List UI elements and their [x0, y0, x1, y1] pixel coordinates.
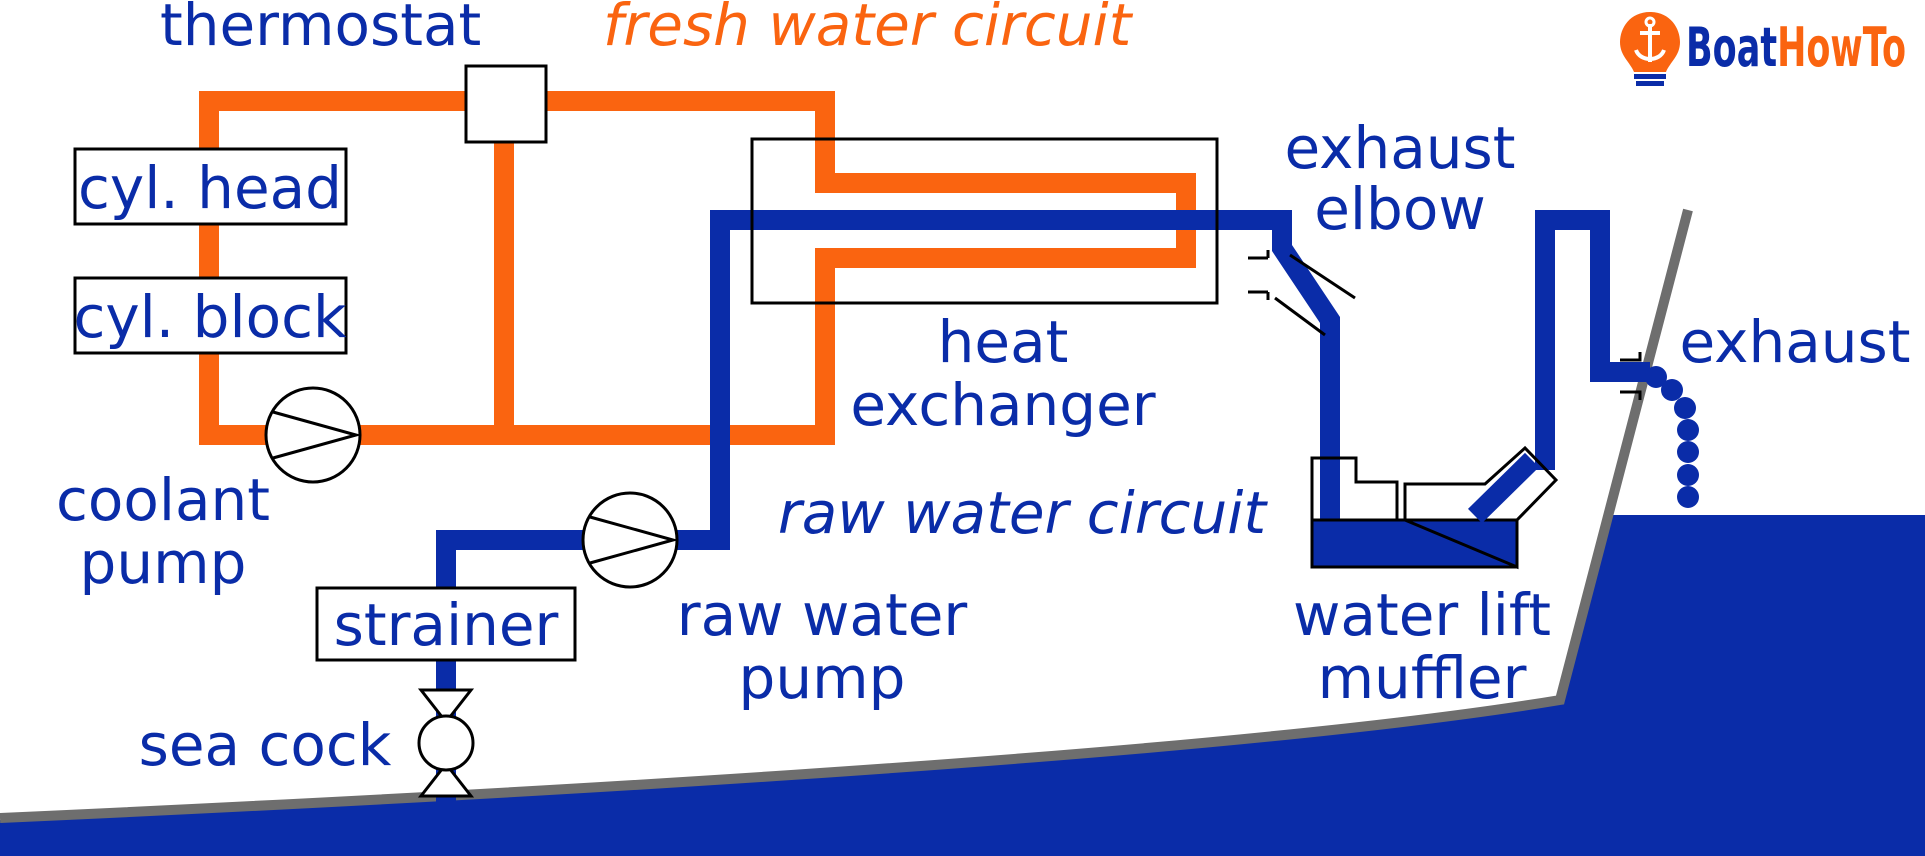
exhaust-elbow-label-line1: exhaust [1284, 114, 1515, 182]
logo-text-howto: HowTo [1777, 16, 1906, 79]
thermostat-box [464, 64, 548, 144]
cylinder-head-label: cyl. head [78, 154, 342, 222]
fresh-pipe-top [199, 91, 1196, 445]
sea-water [0, 515, 1925, 856]
coolant-pump-label-line2: pump [80, 529, 247, 597]
coolant-pump-icon [264, 386, 362, 484]
water-lift-muffler-label-line1: water lift [1293, 581, 1551, 649]
exhaust-water-droplets [1645, 366, 1699, 508]
exhaust-label: exhaust [1679, 308, 1910, 376]
cylinder-block-box: cyl. block [73, 276, 348, 355]
water-lift-muffler [1310, 445, 1559, 570]
strainer-box: strainer [315, 586, 577, 662]
raw-water-pump-label-line2: pump [739, 644, 906, 712]
hull-outline [0, 208, 1693, 823]
sea-cock-valve-icon [417, 688, 475, 798]
sea-cock-label: sea cock [139, 711, 392, 779]
heat-exchanger-label-line1: heat [938, 308, 1069, 376]
raw-pipe-exhaust [1535, 210, 1650, 470]
cylinder-block-label: cyl. block [73, 283, 347, 351]
raw-water-circuit-label: raw water circuit [778, 479, 1269, 547]
cylinder-head-box: cyl. head [73, 147, 348, 226]
thermostat-label: thermostat [160, 0, 481, 59]
strainer-label: strainer [334, 591, 559, 659]
raw-water-pump-icon [581, 491, 679, 589]
raw-pipe-strainer [436, 530, 588, 590]
exhaust-elbow-flange [1248, 250, 1356, 337]
raw-water-pump-label-line1: raw water [677, 581, 968, 649]
diagram-labels: thermostat fresh water circuit coolant p… [56, 0, 1911, 779]
svg-text:BoatHowTo: BoatHowTo [1686, 16, 1906, 79]
water-lift-muffler-label-line2: muffler [1318, 644, 1527, 712]
boathowto-logo: BoatHowTo [1620, 12, 1906, 86]
heat-exchanger-box [750, 137, 1219, 305]
lightbulb-anchor-icon [1620, 12, 1680, 86]
raw-pipe-main [670, 210, 1340, 550]
coolant-pump-label-line1: coolant [56, 466, 270, 534]
fresh-water-circuit-label: fresh water circuit [603, 0, 1134, 59]
logo-text-boat: Boat [1686, 16, 1777, 79]
exhaust-outlet-fitting [1620, 352, 1642, 400]
heat-exchanger-label-line2: exchanger [850, 371, 1155, 439]
exhaust-elbow-label-line2: elbow [1314, 175, 1486, 243]
